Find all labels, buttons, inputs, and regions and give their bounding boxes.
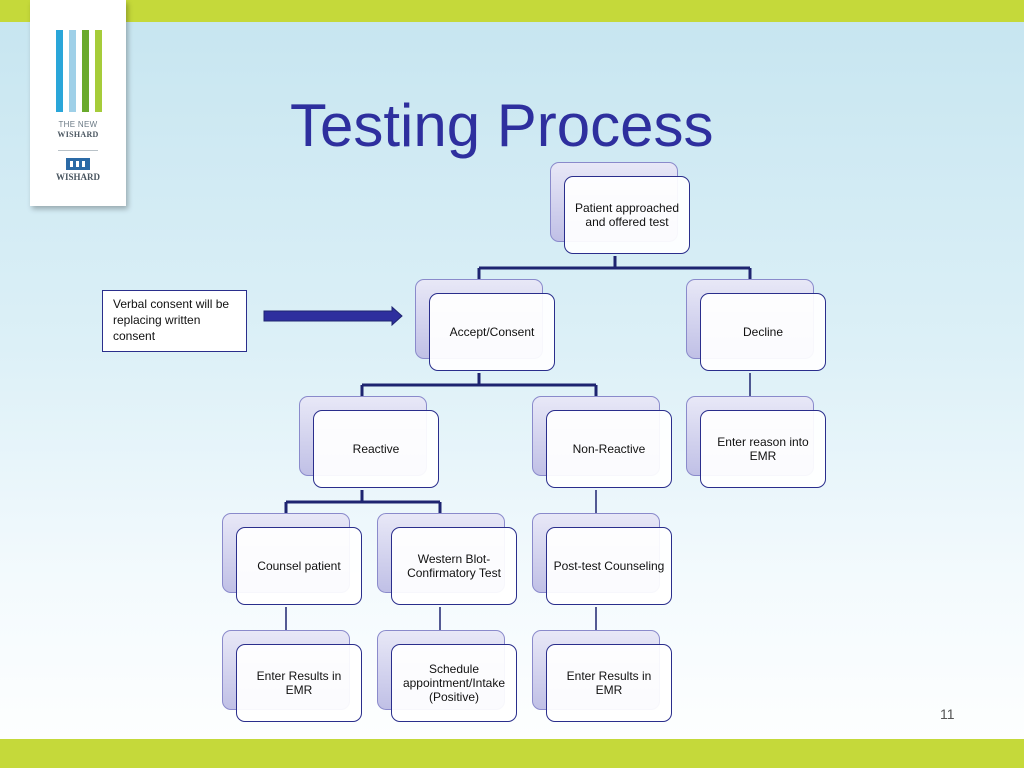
top-accent-bar [0,0,1024,22]
node-enter-results-1: Enter Results in EMR [222,630,362,722]
logo-wordmark: THE NEW WISHARD [30,120,126,140]
node-label: Enter Results in EMR [546,644,672,722]
node-label: Enter Results in EMR [236,644,362,722]
logo-panel: THE NEW WISHARD WISHARD [30,0,126,206]
node-label: Schedule appointment/Intake (Positive) [391,644,517,722]
bottom-accent-bar [0,739,1024,768]
node-patient-approached: Patient approached and offered test [550,162,690,254]
page-number: 11 [940,706,955,722]
logo-line3: WISHARD [55,172,100,182]
node-enter-results-2: Enter Results in EMR [532,630,672,722]
logo-line2: WISHARD [57,130,99,139]
node-western-blot: Western Blot-Confirmatory Test [377,513,517,605]
node-label: Decline [700,293,826,371]
node-label: Reactive [313,410,439,488]
pointer-arrow-icon [263,305,403,327]
node-reactive: Reactive [299,396,439,488]
node-label: Post-test Counseling [546,527,672,605]
slide-title: Testing Process [290,92,714,159]
wishard-emblem-icon [66,158,90,170]
node-counsel-patient: Counsel patient [222,513,362,605]
node-label: Non-Reactive [546,410,672,488]
node-label: Counsel patient [236,527,362,605]
node-schedule-appointment: Schedule appointment/Intake (Positive) [377,630,517,722]
logo-line1: THE NEW [58,120,98,129]
node-post-test-counseling: Post-test Counseling [532,513,672,605]
logo-divider [58,150,98,151]
node-enter-reason: Enter reason into EMR [686,396,826,488]
node-decline: Decline [686,279,826,371]
logo-lines-icon [56,30,102,112]
node-label: Accept/Consent [429,293,555,371]
node-non-reactive: Non-Reactive [532,396,672,488]
node-label: Western Blot-Confirmatory Test [391,527,517,605]
node-label: Patient approached and offered test [564,176,690,254]
verbal-consent-note: Verbal consent will be replacing written… [102,290,247,352]
node-label: Enter reason into EMR [700,410,826,488]
node-accept-consent: Accept/Consent [415,279,555,371]
